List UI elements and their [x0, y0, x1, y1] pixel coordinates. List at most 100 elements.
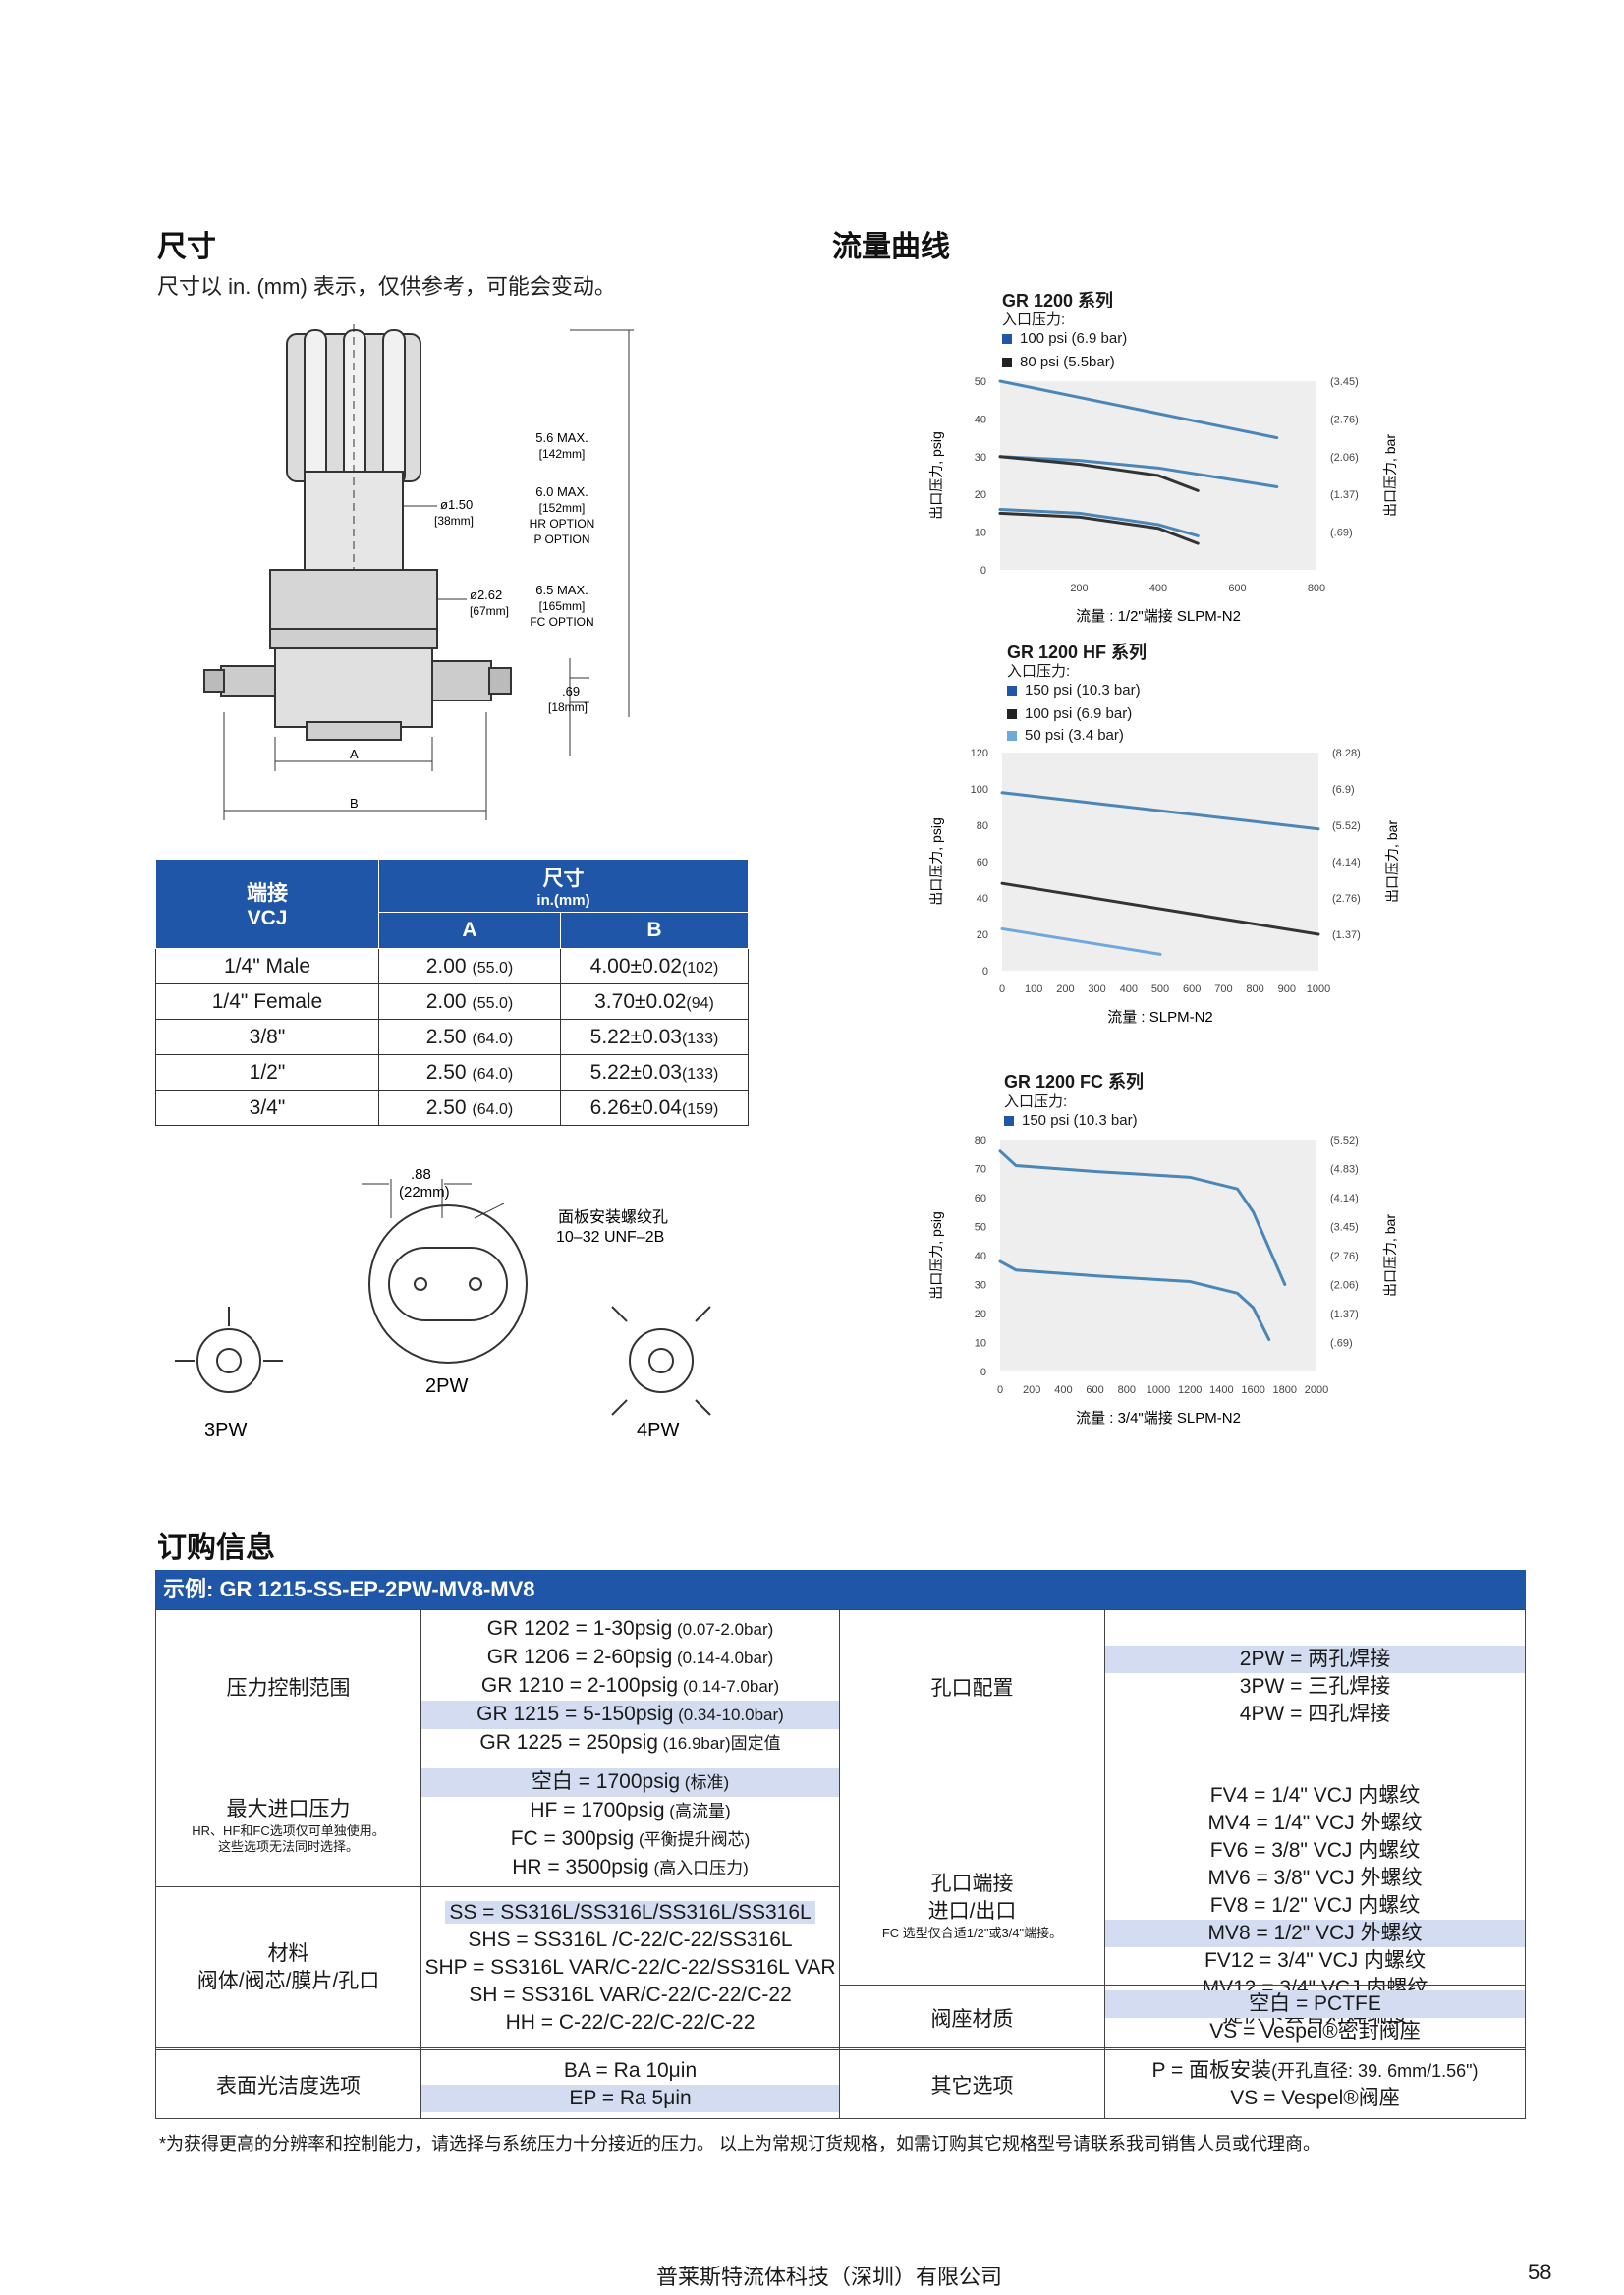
y-tick-label: 60	[975, 1193, 986, 1204]
x-tick-label: 400	[1120, 983, 1138, 995]
order-heading: 订购信息	[157, 1532, 275, 1564]
x-tick-label: 1800	[1273, 1384, 1297, 1396]
order-seat-label: 阀座材质	[839, 1985, 1105, 2050]
dim-b: B	[350, 796, 359, 811]
2pw-port-left	[414, 1277, 427, 1291]
legend-swatch	[1004, 1116, 1014, 1127]
table-row: 1/4" Male 2.00 (55.0) 4.00±0.02(102)	[155, 948, 749, 984]
order-port-config-options: 2PW = 两孔焊接 3PW = 三孔焊接 4PW = 四孔焊接	[1104, 1609, 1526, 1763]
dim-b-mm: (159)	[681, 1100, 719, 1118]
option-line-selected: SS = SS316L/SS316L/SS316L/SS316L	[445, 1900, 815, 1924]
plot-area	[1002, 753, 1318, 971]
footer-company: 普莱斯特流体科技（深圳）有限公司	[656, 2265, 1003, 2289]
order-seat-options: 空白 = PCTFE VS = Vespel®密封阀座	[1104, 1985, 1526, 2050]
x-tick-label: 900	[1278, 983, 1296, 995]
option-line: GR 1225 = 250psig (16.9bar)固定值	[421, 1729, 839, 1758]
option-main: 空白 = 1700psig	[531, 1769, 681, 1793]
option-sub: (0.14-7.0bar)	[678, 1677, 780, 1696]
x-tick-label: 400	[1054, 1384, 1072, 1396]
y-right-tick-label: (3.45)	[1330, 376, 1359, 388]
option-line: SHP = SS316L VAR/C-22/C-22/SS316L VAR	[424, 1955, 836, 1979]
dim-a-mm: (55.0)	[472, 994, 514, 1012]
dim-d150: ø1.50	[440, 497, 473, 512]
option-line: HR = 3500psig (高入口压力)	[421, 1854, 839, 1882]
y-right-tick-label: (1.37)	[1330, 489, 1359, 501]
dim-hr-option: HR OPTION	[530, 517, 595, 531]
dim-b-value: 5.22±0.03	[589, 1025, 682, 1048]
y-axis-label: 出口压力, psig	[928, 817, 944, 905]
option-line: P = 面板安装(开孔直径: 39. 6mm/1.56")	[1105, 2057, 1525, 2085]
option-line-selected: 空白 = 1700psig (标准)	[421, 1767, 839, 1797]
port-2pw-label: 2PW	[425, 1375, 468, 1397]
dim-b-mm: (94)	[686, 994, 714, 1012]
y-tick-label: 60	[977, 857, 988, 868]
y-axis-label: 出口压力, psig	[928, 431, 944, 519]
option-line: FV12 = 3/4" VCJ 内螺纹	[1204, 1948, 1427, 1972]
y-right-tick-label: (6.9)	[1332, 784, 1355, 796]
option-main: P = 面板安装	[1151, 2058, 1272, 2082]
y-right-tick-label: (3.45)	[1330, 1222, 1359, 1234]
option-main: GR 1210 = 2-100psig	[480, 1674, 679, 1697]
y-right-tick-label: (4.83)	[1330, 1164, 1359, 1176]
table-row: 1/2" 2.50 (64.0) 5.22±0.03(133)	[155, 1054, 749, 1091]
chart2-inlet-label: 入口压力:	[1007, 663, 1071, 680]
y-right-tick-label: (.69)	[1330, 1338, 1353, 1350]
2pw-port-right	[469, 1277, 482, 1291]
option-sub: (平衡提升阀芯)	[634, 1829, 751, 1849]
dim-header-connection: 端接 VCJ	[155, 859, 379, 949]
chart1-legend-2: 80 psi (5.5bar)	[1002, 354, 1115, 370]
dim-b-cell: 5.22±0.03(133)	[560, 1019, 749, 1055]
order-port-end-note: FC 选型仅合适1/2"或3/4"端接。	[881, 1925, 1063, 1940]
option-line-selected: MV8 = 1/2" VCJ 外螺纹	[1105, 1919, 1525, 1947]
option-line: 4PW = 四孔焊接	[1239, 1702, 1391, 1725]
dim-conn: 3/8"	[155, 1019, 379, 1055]
dim-header-size: 尺寸 in.(mm)	[378, 859, 749, 913]
dim-b-value: 6.26±0.04	[589, 1095, 682, 1119]
option-main: GR 1202 = 1-30psig	[486, 1617, 673, 1640]
port-4pw-label: 4PW	[637, 1420, 679, 1441]
option-line: FV8 = 1/2" VCJ 内螺纹	[1209, 1893, 1421, 1917]
series-line	[998, 1259, 1271, 1342]
dim-a-mm: (55.0)	[472, 959, 514, 977]
y-right-tick-label: (8.28)	[1332, 748, 1361, 759]
x-tick-label: 1000	[1147, 1384, 1170, 1396]
option-line: BA = Ra 10μin	[563, 2058, 698, 2082]
order-inlet-note1: HR、HF和FC选项仅可单独使用。	[192, 1822, 385, 1838]
dim-fc-option: FC OPTION	[530, 615, 593, 629]
option-sub: (标准)	[680, 1772, 730, 1792]
table-row: 3/4" 2.50 (64.0) 6.26±0.04(159)	[155, 1090, 749, 1126]
y-right-tick-label: (2.06)	[1330, 452, 1359, 464]
order-pressure-options: GR 1202 = 1-30psig (0.07-2.0bar) GR 1206…	[420, 1609, 840, 1763]
dim-d69-mm: [18mm]	[548, 700, 588, 714]
order-port-end-label2: 进口/出口	[927, 1899, 1017, 1923]
y-tick-label: 40	[975, 414, 986, 425]
y-right-tick-label: (5.52)	[1332, 820, 1361, 832]
option-main: GR 1225 = 250psig	[479, 1731, 658, 1754]
x-tick-label: 700	[1214, 983, 1232, 995]
port-thread-spec: 10–32 UNF–2B	[556, 1229, 664, 1246]
option-line: VS = Vespel®密封阀座	[1209, 2019, 1421, 2043]
x-tick-label: 800	[1308, 583, 1325, 594]
y-right-tick-label: (4.14)	[1330, 1193, 1359, 1204]
y-right-axis-label: 出口压力, bar	[1384, 820, 1400, 903]
option-line-selected: 2PW = 两孔焊接	[1105, 1645, 1525, 1673]
legend-label: 150 psi (10.3 bar)	[1025, 682, 1141, 699]
legend-swatch	[1007, 686, 1017, 697]
y-tick-label: 30	[975, 452, 986, 464]
option-sub: (高入口压力)	[648, 1858, 749, 1877]
option-sub: (0.07-2.0bar)	[672, 1620, 774, 1639]
option-line: GR 1202 = 1-30psig (0.07-2.0bar)	[421, 1615, 839, 1644]
option-line: 3PW = 三孔焊接	[1239, 1674, 1391, 1698]
dim-d69: .69	[562, 684, 580, 699]
dim-p-option: P OPTION	[533, 532, 589, 546]
dim-a-mm: (64.0)	[472, 1065, 514, 1083]
dim-a-cell: 2.00 (55.0)	[378, 948, 561, 984]
x-tick-label: 300	[1088, 983, 1105, 995]
y-tick-label: 20	[975, 1309, 986, 1320]
y-tick-label: 70	[975, 1164, 986, 1176]
2pw-outline	[368, 1204, 528, 1364]
y-tick-label: 10	[975, 1338, 986, 1350]
x-tick-label: 0	[997, 1384, 1003, 1396]
y-tick-label: 30	[975, 1280, 986, 1292]
dimensions-subtitle: 尺寸以 in. (mm) 表示，仅供参考，可能会变动。	[157, 274, 616, 299]
